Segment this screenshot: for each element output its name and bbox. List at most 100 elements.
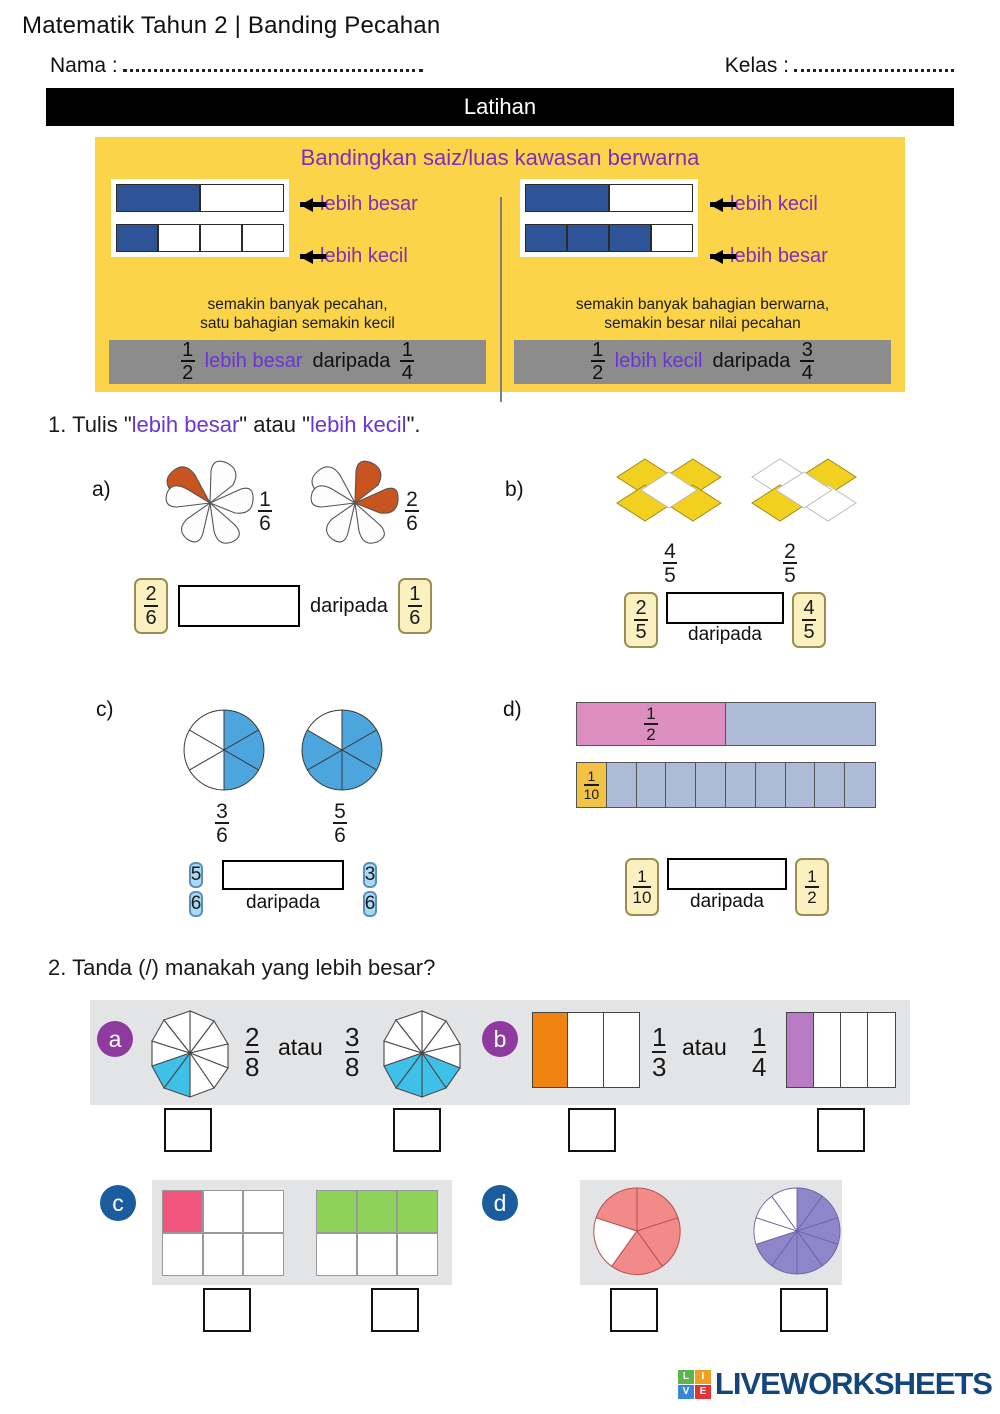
- logo-tile-e: E: [694, 1384, 711, 1399]
- liveworksheets-logo[interactable]: L I V E LIVEWORKSHEETS: [677, 1366, 993, 1402]
- q1-c-label: c): [96, 698, 114, 721]
- q1-c-pie-right: [300, 708, 384, 792]
- q1-a-frac-right: 2 6: [405, 488, 419, 536]
- info-box-title: Bandingkan saiz/luas kawasan berwarna: [300, 145, 700, 170]
- q2-b-badge: b: [482, 1021, 518, 1057]
- q2-b-bar-left: [532, 1012, 640, 1088]
- info-box: Bandingkan saiz/luas kawasan berwarna: [95, 137, 905, 402]
- left-caption: semakin banyak pecahan, satu bahagian se…: [200, 296, 395, 333]
- q1-a-answer-row: 2 6 daripada 1 6: [134, 578, 432, 634]
- q1-b-tag-right: 4 5: [792, 592, 826, 648]
- q2-a-checkbox-right[interactable]: [393, 1108, 441, 1152]
- q1-b-diamonds-left: [615, 455, 745, 527]
- right-statement-middle: daripada: [712, 350, 791, 373]
- q2-d-checkbox-right[interactable]: [780, 1288, 828, 1332]
- q2-b-bar-right: [786, 1012, 896, 1088]
- q1-b-label: b): [505, 478, 524, 501]
- q2-c-checkbox-right[interactable]: [371, 1288, 419, 1332]
- q1-b-middle: daripada: [688, 624, 762, 645]
- left-bar-top: [116, 184, 284, 212]
- q1-b-frac-left: 4 5: [663, 540, 677, 588]
- q1-c-frac-left: 3 6: [215, 800, 229, 848]
- q2-c-badge: c: [100, 1185, 136, 1221]
- q1-d-middle: daripada: [690, 891, 764, 912]
- right-statement-frac-b: 3 4: [800, 338, 815, 385]
- q2-a-octagon-right: [380, 1008, 464, 1098]
- q2-c-checkbox-left[interactable]: [203, 1288, 251, 1332]
- name-label: Nama :: [50, 54, 118, 77]
- logo-tile-v: V: [677, 1384, 694, 1399]
- left-label-top: lebih besar: [300, 193, 418, 216]
- page-title: Matematik Tahun 2 | Banding Pecahan: [22, 12, 441, 39]
- question-2-prompt: 2. Tanda (/) manakah yang lebih besar?: [48, 955, 436, 980]
- logo-tile-i: I: [694, 1369, 711, 1384]
- q1-c-answer-input[interactable]: [222, 860, 344, 890]
- q1-b-tag-left: 2 5: [624, 592, 658, 648]
- logo-wordmark: LIVEWORKSHEETS: [714, 1366, 993, 1401]
- q1-a-frac-left: 1 6: [258, 488, 272, 536]
- left-statement-middle: daripada: [312, 350, 391, 373]
- arrow-left-icon: [710, 249, 736, 264]
- info-col-right: lebih kecil lebih besar semakin banyak b…: [500, 179, 905, 384]
- q1-d-tag-right: 1 2: [795, 858, 829, 916]
- q2-a-badge: a: [97, 1021, 133, 1057]
- q1-a-answer-input[interactable]: [178, 585, 300, 627]
- arrow-left-icon: [710, 197, 736, 212]
- right-statement-frac-a: 1 2: [590, 338, 605, 385]
- logo-tile-l: L: [677, 1369, 694, 1384]
- q1-a-flower-right: [300, 455, 410, 545]
- q1-a-middle: daripada: [310, 594, 388, 617]
- q1-c-middle: daripada: [246, 892, 320, 913]
- q2-d-pie-right: [752, 1185, 842, 1277]
- left-statement-frac-b: 1 4: [400, 338, 415, 385]
- info-columns: lebih besar lebih kecil semakin banyak p…: [95, 179, 905, 402]
- class-field-row: Kelas :: [725, 54, 954, 78]
- q1-b-answer-row: 2 5 daripada 4 5: [624, 592, 826, 648]
- right-label-bottom: lebih besar: [710, 245, 828, 268]
- q2-d-checkbox-left[interactable]: [610, 1288, 658, 1332]
- q2-a-checkbox-left[interactable]: [164, 1108, 212, 1152]
- q1-b-frac-right: 2 5: [783, 540, 797, 588]
- question-1-prompt: 1. Tulis "lebih besar" atau "lebih kecil…: [48, 412, 421, 437]
- q2-c-grid-right: [316, 1190, 438, 1276]
- right-bar-top: [525, 184, 693, 212]
- arrow-left-icon: [300, 249, 326, 264]
- q2-a-connector: atau: [278, 1034, 323, 1060]
- vertical-divider: [500, 197, 502, 402]
- q1-d-tag-left: 1 10: [625, 858, 659, 916]
- right-caption: semakin banyak bahagian berwarna, semaki…: [575, 296, 830, 333]
- q1-d-bar-half: 1 2: [576, 702, 876, 746]
- q2-b-checkbox-right[interactable]: [817, 1108, 865, 1152]
- right-statement-phrase: lebih kecil: [614, 350, 703, 373]
- left-statement: 1 2 lebih besar daripada 1 4: [109, 338, 486, 385]
- right-statement: 1 2 lebih kecil daripada 3 4: [514, 338, 891, 385]
- q1-d-label: d): [503, 698, 522, 721]
- left-statement-frac-a: 1 2: [180, 338, 195, 385]
- q1-number: 1.: [48, 412, 67, 437]
- q2-b-checkbox-left[interactable]: [568, 1108, 616, 1152]
- q2-b-frac-left: 1 3: [652, 1022, 667, 1082]
- q1-d-answer-input[interactable]: [667, 858, 787, 890]
- class-input-line[interactable]: [794, 66, 954, 72]
- q1-d-answer-row: 1 10 daripada 1 2: [625, 858, 829, 916]
- q2-a-octagon-left: [148, 1008, 232, 1098]
- info-col-left: lebih besar lebih kecil semakin banyak p…: [95, 179, 500, 384]
- class-label: Kelas :: [724, 54, 789, 77]
- left-bar-diagram: [111, 179, 289, 257]
- q1-c-tag-left: 5 6: [178, 860, 214, 918]
- q2-number: 2.: [48, 955, 67, 980]
- arrow-left-icon: [300, 197, 326, 212]
- q1-a-tag-left: 2 6: [134, 578, 168, 634]
- q1-a-label: a): [92, 478, 111, 501]
- q2-a-frac-right: 3 8: [345, 1022, 360, 1082]
- logo-tiles-icon: L I V E: [677, 1369, 711, 1399]
- q1-d-bar-tenth: 1 10: [576, 762, 876, 808]
- q2-b-connector: atau: [682, 1034, 727, 1060]
- left-label-bottom: lebih kecil: [300, 245, 408, 268]
- name-input-line[interactable]: [122, 66, 423, 72]
- q1-b-answer-input[interactable]: [666, 592, 784, 624]
- q2-d-pie-left: [592, 1185, 682, 1277]
- q2-d-badge: d: [482, 1185, 518, 1221]
- q1-a-tag-right: 1 6: [397, 578, 432, 634]
- q1-b-diamonds-right: [750, 455, 880, 527]
